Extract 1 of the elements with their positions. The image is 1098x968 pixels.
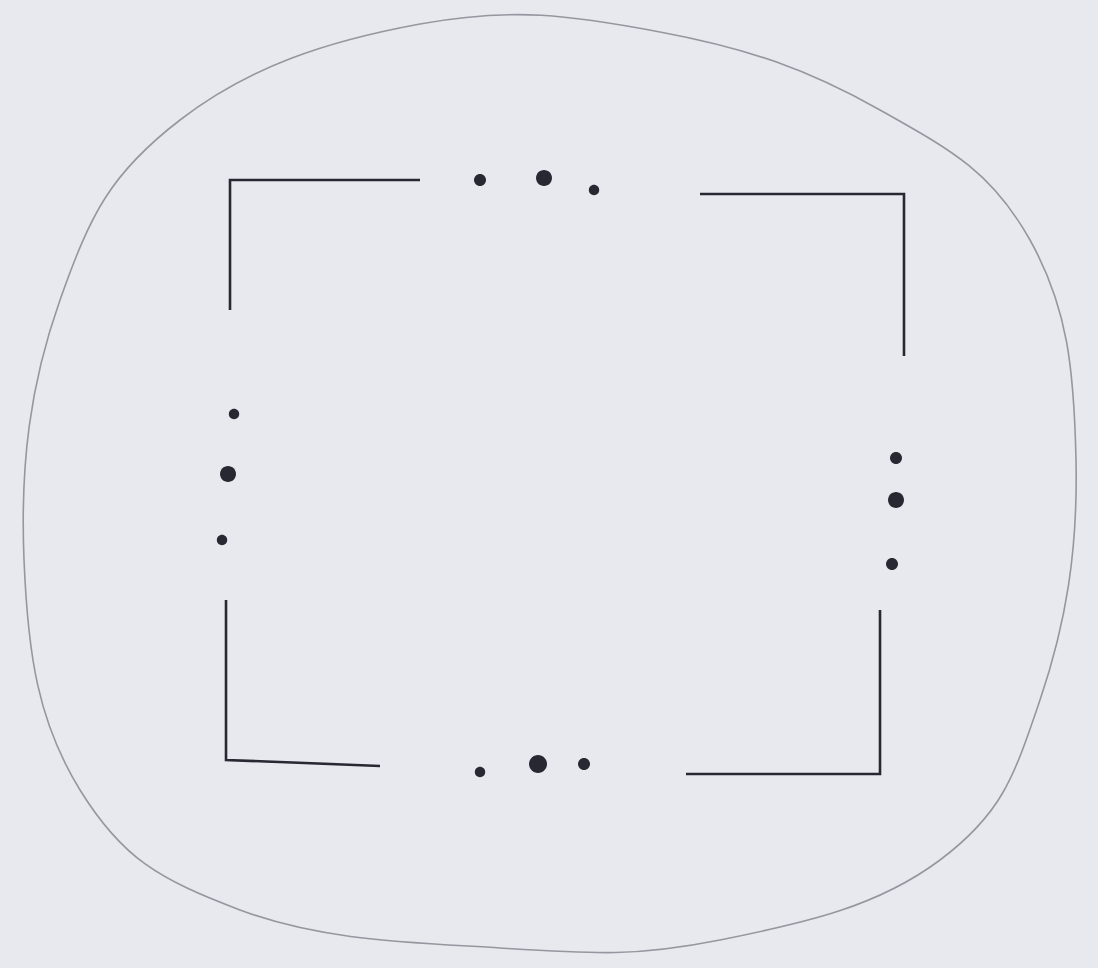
bracket-frame [224,178,906,776]
